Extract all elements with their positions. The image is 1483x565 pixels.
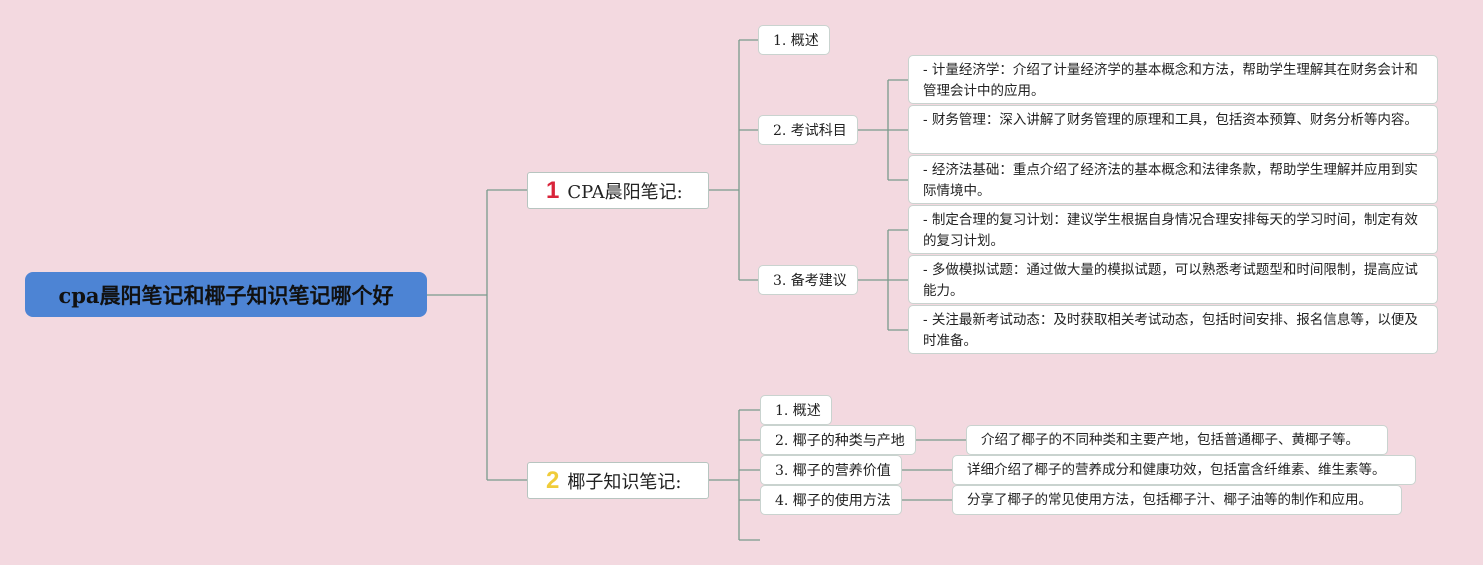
sub-overview[interactable]: 1. 概述	[758, 25, 830, 55]
detail-coconut-nutrition[interactable]: 详细介绍了椰子的营养成分和健康功效，包括富含纤维素、维生素等。	[952, 455, 1416, 485]
connector-branch-1	[709, 39, 758, 281]
detail-exam-news[interactable]: - 关注最新考试动态：及时获取相关考试动态，包括时间安排、报名信息等，以便及时准…	[908, 305, 1438, 354]
detail-study-plan[interactable]: - 制定合理的复习计划：建议学生根据自身情况合理安排每天的学习时间，制定有效的复…	[908, 205, 1438, 254]
connector-branch-2	[709, 409, 760, 541]
detail-mock-exams[interactable]: - 多做模拟试题：通过做大量的模拟试题，可以熟悉考试题型和时间限制，提高应试能力…	[908, 255, 1438, 304]
branch-coconut-notes[interactable]: 2 椰子知识笔记:	[527, 462, 709, 499]
root-topic[interactable]: cpa晨阳笔记和椰子知识笔记哪个好	[25, 272, 427, 317]
branch-number-badge: 1	[546, 176, 560, 204]
branch-cpa-notes[interactable]: 1 CPA晨阳笔记:	[527, 172, 709, 209]
sub-coconut-varieties[interactable]: 2. 椰子的种类与产地	[760, 425, 916, 455]
sub-coconut-usage[interactable]: 4. 椰子的使用方法	[760, 485, 902, 515]
connector-root	[427, 189, 527, 481]
connector-sub-1-3	[858, 229, 908, 331]
connector-sub-1-2	[858, 79, 908, 181]
detail-econometrics[interactable]: - 计量经济学：介绍了计量经济学的基本概念和方法，帮助学生理解其在财务会计和管理…	[908, 55, 1438, 104]
sub-prep-advice[interactable]: 3. 备考建议	[758, 265, 858, 295]
detail-coconut-varieties[interactable]: 介绍了椰子的不同种类和主要产地，包括普通椰子、黄椰子等。	[966, 425, 1388, 455]
detail-coconut-usage[interactable]: 分享了椰子的常见使用方法，包括椰子汁、椰子油等的制作和应用。	[952, 485, 1402, 515]
detail-financial-management[interactable]: - 财务管理：深入讲解了财务管理的原理和工具，包括资本预算、财务分析等内容。	[908, 105, 1438, 154]
branch-label: CPA晨阳笔记:	[567, 181, 683, 203]
sub-coconut-overview[interactable]: 1. 概述	[760, 395, 832, 425]
sub-exam-subjects[interactable]: 2. 考试科目	[758, 115, 858, 145]
sub-coconut-nutrition[interactable]: 3. 椰子的营养价值	[760, 455, 902, 485]
detail-economic-law[interactable]: - 经济法基础：重点介绍了经济法的基本概念和法律条款，帮助学生理解并应用到实际情…	[908, 155, 1438, 204]
root-title: cpa晨阳笔记和椰子知识笔记哪个好	[58, 282, 394, 308]
branch-label: 椰子知识笔记:	[567, 471, 682, 493]
branch-number-badge: 2	[546, 466, 560, 494]
